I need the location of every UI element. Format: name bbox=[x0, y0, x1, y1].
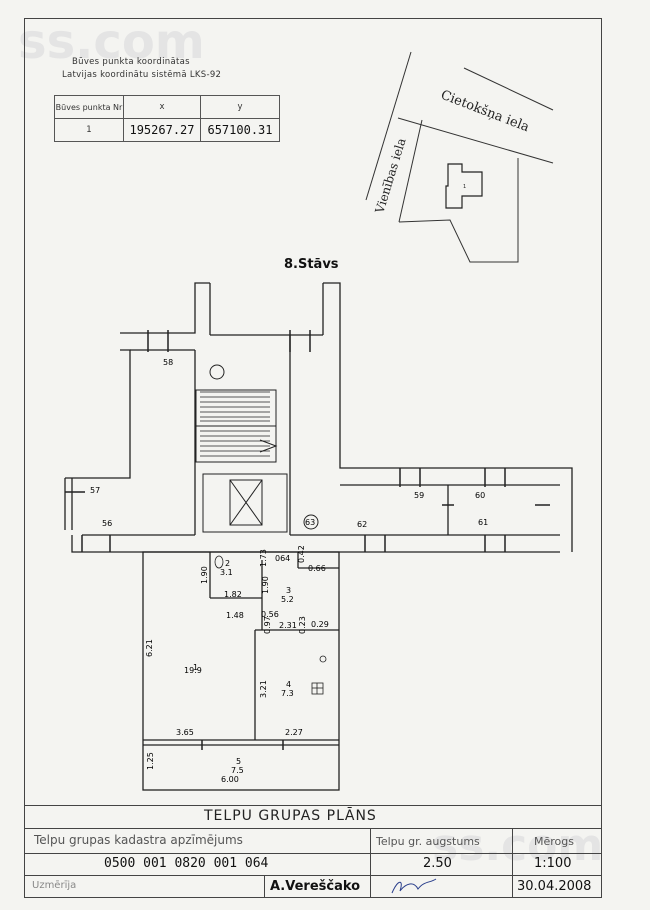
header-line-2: Latvijas koordinātu sistēmā LKS-92 bbox=[62, 70, 222, 80]
date: 30.04.2008 bbox=[517, 879, 592, 894]
dim-0-66: 0.66 bbox=[308, 564, 326, 573]
dim-1-25: 1.25 bbox=[146, 752, 155, 770]
dim-064: 064 bbox=[275, 554, 290, 563]
room-1-area: 19.9 bbox=[184, 666, 202, 675]
dim-1-48: 1.48 bbox=[226, 611, 244, 620]
dim-2-27: 2.27 bbox=[285, 728, 303, 737]
drawing-frame bbox=[24, 18, 602, 898]
room-3-nr: 3 bbox=[286, 586, 291, 595]
apartment-57: 57 bbox=[90, 486, 100, 495]
coordinate-table: Būves punkta Nr x y 1 195267.27 657100.3… bbox=[54, 95, 280, 142]
kadastra-label: Telpu grupas kadastra apzīmējums bbox=[34, 833, 243, 847]
dim-2-31: 2.31 bbox=[279, 621, 297, 630]
dim-0-23: 0.23 bbox=[298, 616, 307, 634]
room-4-nr: 4 bbox=[286, 680, 291, 689]
dim-0-29: 0.29 bbox=[311, 620, 329, 629]
dim-3-21: 3.21 bbox=[259, 680, 268, 698]
dim-1-90: 1.90 bbox=[200, 566, 209, 584]
plan-title: TELPU GRUPAS PLĀNS bbox=[204, 808, 377, 824]
measured-label: Uzmērīja bbox=[32, 880, 77, 891]
room-4-area: 7.3 bbox=[281, 689, 294, 698]
door-markers bbox=[65, 330, 550, 750]
height-label: Telpu gr. augstums bbox=[376, 835, 480, 848]
dim-3-65: 3.65 bbox=[176, 728, 194, 737]
building-outline bbox=[445, 163, 483, 209]
cell-nr: 1 bbox=[54, 118, 124, 142]
apartment-56: 56 bbox=[102, 519, 112, 528]
height-value: 2.50 bbox=[423, 856, 452, 871]
dim-0-97: 0.97 bbox=[263, 616, 272, 634]
apartment-62: 62 bbox=[357, 520, 367, 529]
room-5-area: 7.5 bbox=[231, 766, 244, 775]
dim-6-00: 6.00 bbox=[221, 775, 239, 784]
elevator-shaft bbox=[202, 473, 288, 533]
room-5-nr: 5 bbox=[236, 757, 241, 766]
staircase bbox=[195, 389, 278, 463]
apartment-64-outline bbox=[142, 551, 340, 791]
toilet-icon bbox=[214, 555, 224, 569]
scale-label: Mērogs bbox=[534, 835, 574, 848]
dim-0-42: 0.42 bbox=[297, 545, 306, 563]
chute-icon bbox=[209, 364, 225, 380]
signature bbox=[391, 878, 437, 894]
dim-1-82: 1.82 bbox=[224, 590, 242, 599]
floor-title: 8.Stāvs bbox=[284, 257, 339, 272]
apartment-61: 61 bbox=[478, 518, 488, 527]
cell-x: 195267.27 bbox=[123, 118, 201, 142]
room-2-nr: 2 bbox=[225, 559, 230, 568]
measured-by: A.Vereščako bbox=[270, 879, 361, 894]
building-number: 1 bbox=[463, 184, 466, 190]
room-1-nr: 1 bbox=[193, 663, 198, 672]
apartment-60: 60 bbox=[475, 491, 485, 500]
apartment-59: 59 bbox=[414, 491, 424, 500]
corridor-outline bbox=[64, 282, 573, 553]
cell-y: 657100.31 bbox=[200, 118, 280, 142]
room-2-area: 3.1 bbox=[220, 568, 233, 577]
col-header-nr: Būves punkta Nr bbox=[54, 95, 124, 119]
room-3-area: 5.2 bbox=[281, 595, 294, 604]
title-block: TELPU GRUPAS PLĀNS Telpu grupas kadastra… bbox=[24, 805, 602, 898]
apartment-63: 63 bbox=[305, 518, 315, 527]
dim-1-90b: 1.90 bbox=[261, 576, 270, 594]
dim-6-21: 6.21 bbox=[145, 639, 154, 657]
scale-value: 1:100 bbox=[534, 856, 572, 871]
header-line-1: Būves punkta koordinātas bbox=[72, 57, 190, 67]
kadastra-value: 0500 001 0820 001 064 bbox=[104, 856, 269, 871]
stove-icon bbox=[311, 682, 324, 695]
apartment-63-circle bbox=[303, 514, 319, 530]
sink-icon bbox=[319, 655, 327, 663]
dim-1-73: 1.73 bbox=[259, 549, 268, 567]
apartment-58: 58 bbox=[163, 358, 173, 367]
dim-0-56: 0.56 bbox=[261, 610, 279, 619]
